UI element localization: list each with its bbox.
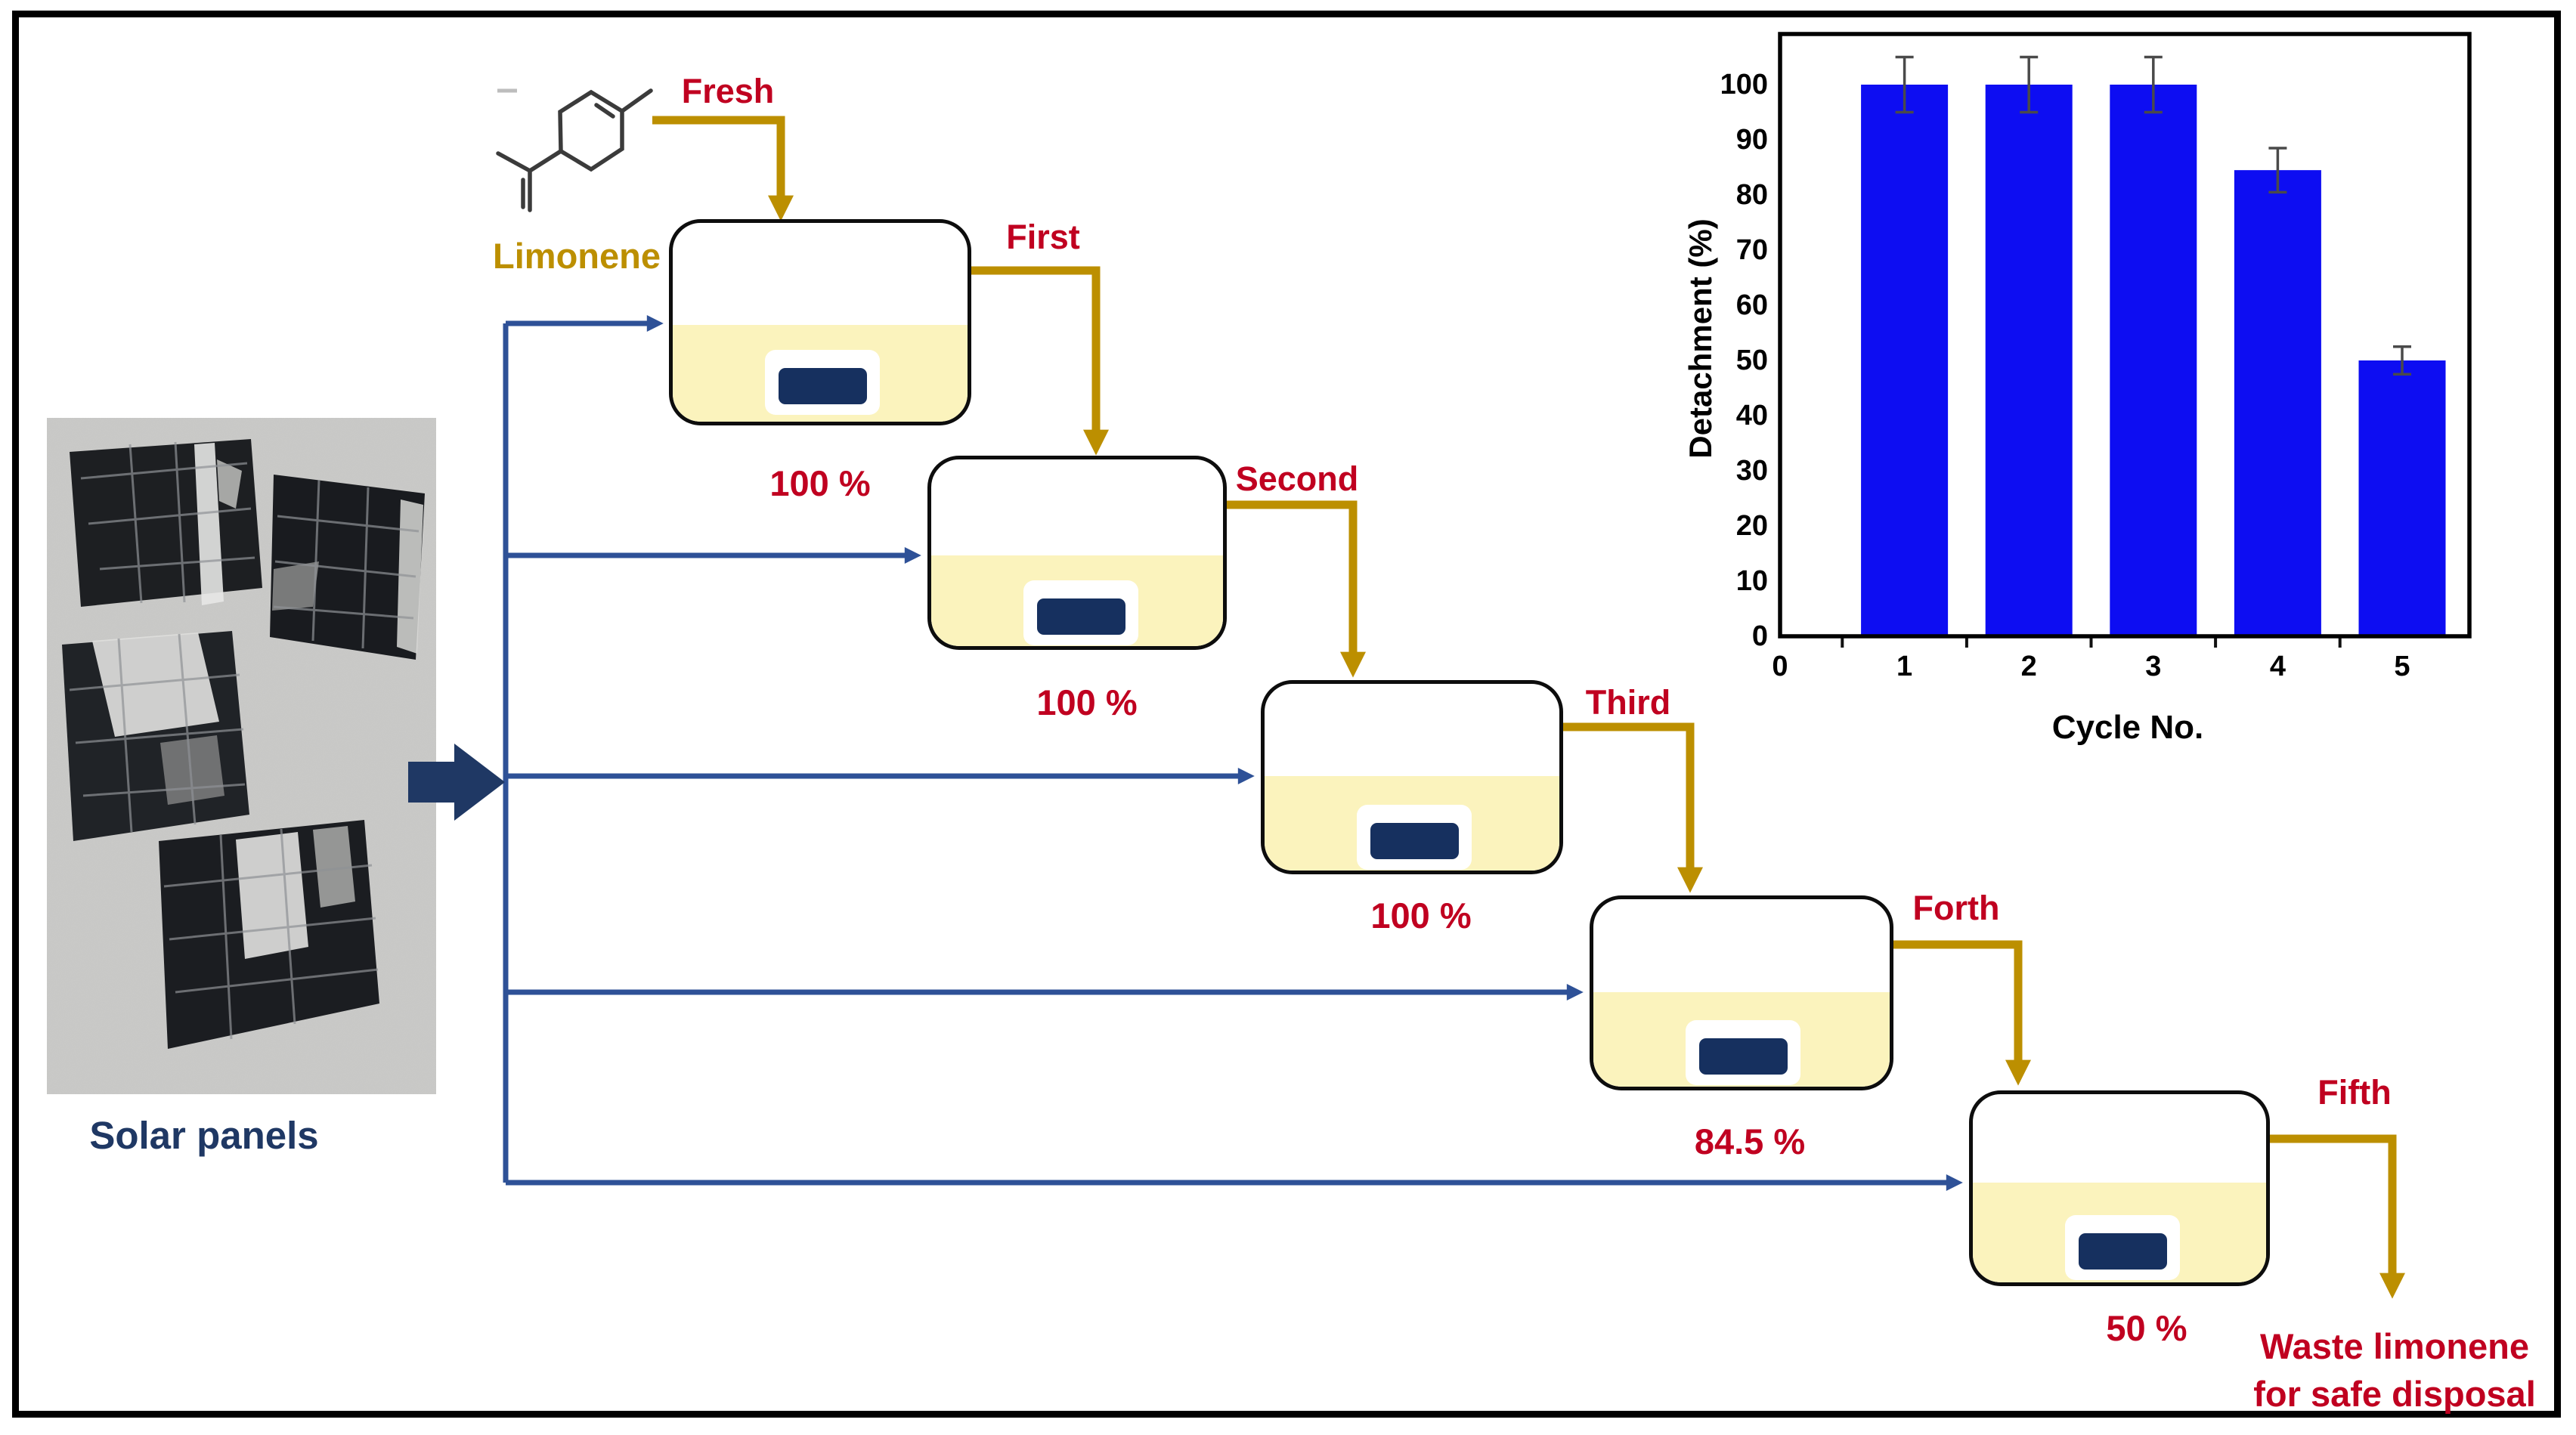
- bar-chart: 0 10 20 30 40 50 60 70 80 90 100 0 1 2 3 4 5 Detachment …: [1663, 23, 2540, 778]
- arrow-label-forth: Forth: [1912, 889, 2000, 927]
- svg-text:3: 3: [2145, 651, 2161, 682]
- waste-note-line1: Waste limonene: [2259, 1326, 2530, 1366]
- limonene-structure: [496, 88, 653, 212]
- arrow-label-third: Third: [1585, 683, 1671, 722]
- detachment-percent-4: 84.5 %: [1694, 1121, 1806, 1161]
- solar-panel-piece: [270, 475, 425, 660]
- vessel-5: [1969, 1090, 2270, 1286]
- feed-block-arrow: [408, 744, 505, 821]
- vessel-1: [669, 219, 971, 425]
- vessel-2: [927, 456, 1227, 650]
- arrow-label-fresh: Fresh: [681, 72, 775, 110]
- detachment-percent-1: 100 %: [769, 463, 871, 503]
- transfer-arrow-third: [1563, 722, 1703, 893]
- detachment-percent-2: 100 %: [1036, 682, 1138, 722]
- svg-text:1: 1: [1896, 651, 1912, 682]
- solar-panel-chip: [1370, 823, 1459, 859]
- svg-text:4: 4: [2270, 651, 2286, 682]
- svg-text:50: 50: [1736, 345, 1768, 376]
- limonene-label: Limonene: [493, 236, 661, 276]
- transfer-arrow-forth: [1893, 940, 2031, 1086]
- detachment-percent-3: 100 %: [1370, 895, 1472, 936]
- transfer-arrow-first: [971, 266, 1109, 456]
- svg-text:0: 0: [1752, 620, 1768, 652]
- arrow-label-second: Second: [1235, 459, 1359, 498]
- svg-text:20: 20: [1736, 510, 1768, 542]
- solar-panel-chip: [2079, 1233, 2167, 1270]
- arrow-label-fifth: Fifth: [2317, 1073, 2392, 1112]
- svg-text:0: 0: [1772, 651, 1788, 682]
- solar-panel-piece: [70, 439, 262, 607]
- detachment-percent-5: 50 %: [2106, 1308, 2187, 1348]
- solar-panels-photo: [47, 418, 436, 1094]
- transfer-arrow-second: [1227, 500, 1366, 678]
- svg-text:100: 100: [1720, 69, 1768, 101]
- chart-y-axis-title: Detachment (%): [1683, 218, 1718, 459]
- chart-x-axis-title: Cycle No.: [2051, 709, 2204, 746]
- svg-text:30: 30: [1736, 455, 1768, 487]
- svg-text:60: 60: [1736, 289, 1768, 321]
- solar-panel-piece: [159, 820, 379, 1049]
- solar-panel-piece: [62, 631, 249, 841]
- svg-text:70: 70: [1736, 234, 1768, 266]
- svg-text:10: 10: [1736, 565, 1768, 597]
- vessel-4: [1590, 895, 1893, 1090]
- arrow-label-first: First: [1006, 218, 1080, 256]
- svg-text:5: 5: [2394, 651, 2410, 682]
- waste-note-line2: for safe disposal: [2253, 1374, 2536, 1414]
- solar-panel-chip: [1699, 1038, 1788, 1075]
- bar-chart-plot: 0 10 20 30 40 50 60 70 80 90 100 0 1 2 3 4 5: [1720, 32, 2472, 682]
- figure-border: [12, 11, 2561, 1418]
- fresh-arrow: [652, 116, 794, 221]
- svg-text:40: 40: [1736, 400, 1768, 431]
- transfer-arrow-fifth: [2270, 1134, 2405, 1299]
- solar-panel-chip: [779, 368, 867, 404]
- photo-caption: Solar panels: [89, 1114, 319, 1157]
- svg-text:2: 2: [2021, 651, 2037, 682]
- vessel-3: [1261, 680, 1563, 874]
- svg-text:80: 80: [1736, 179, 1768, 211]
- solar-panel-chip: [1037, 598, 1125, 635]
- svg-text:90: 90: [1736, 124, 1768, 156]
